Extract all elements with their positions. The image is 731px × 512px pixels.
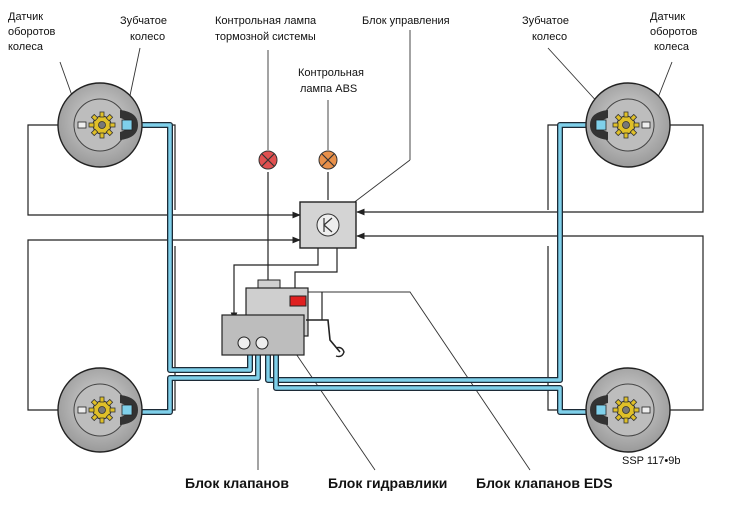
brake-lines xyxy=(133,122,598,415)
label-hydraulic-unit: Блок гидравлики xyxy=(328,475,447,491)
sensor-wires xyxy=(27,124,704,411)
sensor-icon xyxy=(77,406,87,414)
label-valve-block: Блок клапанов xyxy=(185,475,289,491)
wheel-rear-right xyxy=(585,367,671,453)
label-line: Контрольная лампа xyxy=(215,15,317,27)
brake-warning-lamp xyxy=(258,150,278,170)
figure-code: SSP 117•9b xyxy=(622,455,681,467)
label-line: Датчик xyxy=(650,11,685,23)
label-line: колеса xyxy=(8,41,44,53)
gear-icon xyxy=(612,396,640,424)
sensor-icon xyxy=(641,121,651,129)
wheel-front-left xyxy=(57,82,143,168)
label-toothed-wheel-left: Зубчатое колесо xyxy=(120,15,167,43)
gear-icon xyxy=(88,396,116,424)
abs-warning-lamp xyxy=(318,150,338,170)
sensor-icon xyxy=(641,406,651,414)
label-line: тормозной системы xyxy=(215,31,316,43)
label-line: колесо xyxy=(532,31,567,43)
label-line: оборотов xyxy=(8,26,56,38)
gear-icon xyxy=(88,111,116,139)
label-line: Зубчатое xyxy=(120,15,167,27)
hydraulic-unit xyxy=(221,279,345,358)
label-brake-warning-lamp: Контрольная лампа тормозной системы xyxy=(215,15,317,43)
valve-block xyxy=(221,314,305,356)
brake-pedal-icon xyxy=(306,319,341,353)
label-abs-warning-lamp: Контрольная лампа ABS xyxy=(298,67,364,95)
label-line: Датчик xyxy=(8,11,43,23)
label-line: оборотов xyxy=(650,26,698,38)
control-unit xyxy=(299,201,357,249)
wheel-front-right xyxy=(585,82,671,168)
wheel-rear-left xyxy=(57,367,143,453)
gear-icon xyxy=(612,111,640,139)
eds-valve-block xyxy=(289,295,307,307)
sensor-icon xyxy=(77,121,87,129)
pointer-lines xyxy=(59,30,673,471)
label-wheel-speed-sensor-left: Датчик оборотов колеса xyxy=(8,11,56,53)
label-line: лампа ABS xyxy=(300,83,357,95)
label-line: колеса xyxy=(654,41,690,53)
label-toothed-wheel-right: Зубчатое колесо xyxy=(522,15,569,43)
label-line: Контрольная xyxy=(298,67,364,79)
label-wheel-speed-sensor-right: Датчик оборотов колеса xyxy=(650,11,698,53)
label-eds-valve-block: Блок клапанов EDS xyxy=(476,475,613,491)
label-control-unit: Блок управления xyxy=(362,15,450,27)
label-line: колесо xyxy=(130,31,165,43)
label-line: Зубчатое xyxy=(522,15,569,27)
